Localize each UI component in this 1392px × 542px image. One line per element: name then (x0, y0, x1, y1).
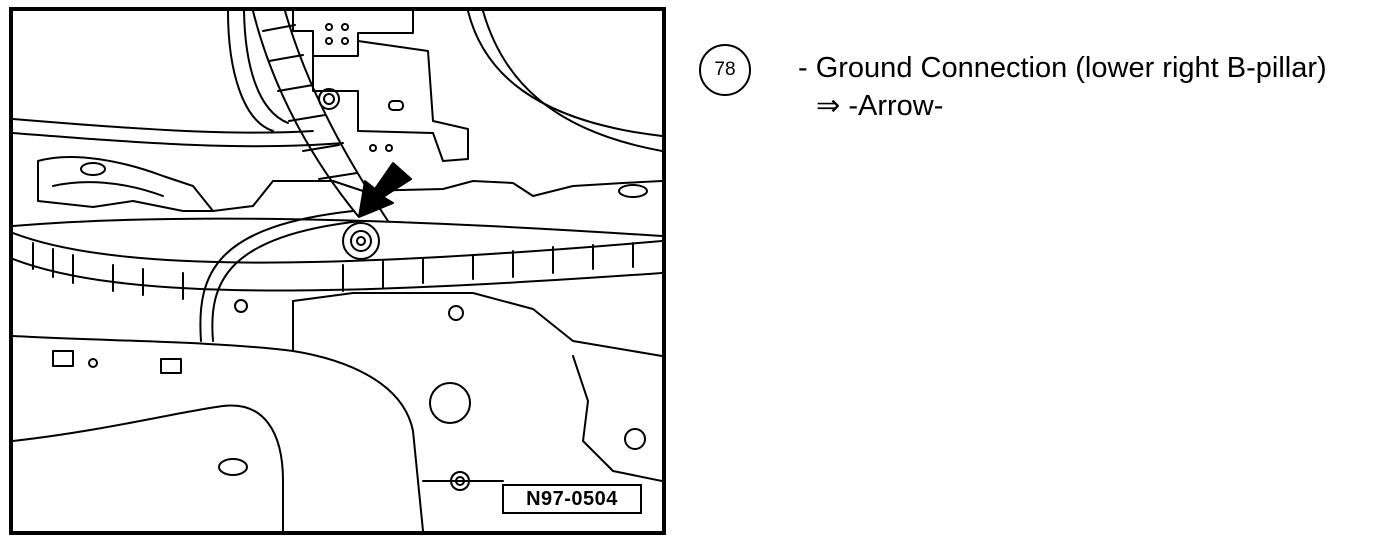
callout-number-circle: 78 (699, 44, 751, 96)
floor-member (13, 292, 662, 531)
wire-harness-horizontal (13, 232, 662, 300)
illustration-drawing (13, 11, 662, 531)
legend-description-line: - Ground Connection (lower right B-pilla… (798, 52, 1327, 84)
sill-panel (13, 156, 662, 237)
pillar-outline (13, 11, 662, 152)
bracket-plate (292, 11, 469, 162)
ground-bolt (199, 210, 380, 342)
pointer-arrow (358, 162, 412, 218)
figure-reference-label: N97-0504 (502, 484, 642, 514)
technical-illustration: N97-0504 (9, 7, 666, 535)
legend-arrow-reference: ⇒ -Arrow- (816, 90, 944, 122)
